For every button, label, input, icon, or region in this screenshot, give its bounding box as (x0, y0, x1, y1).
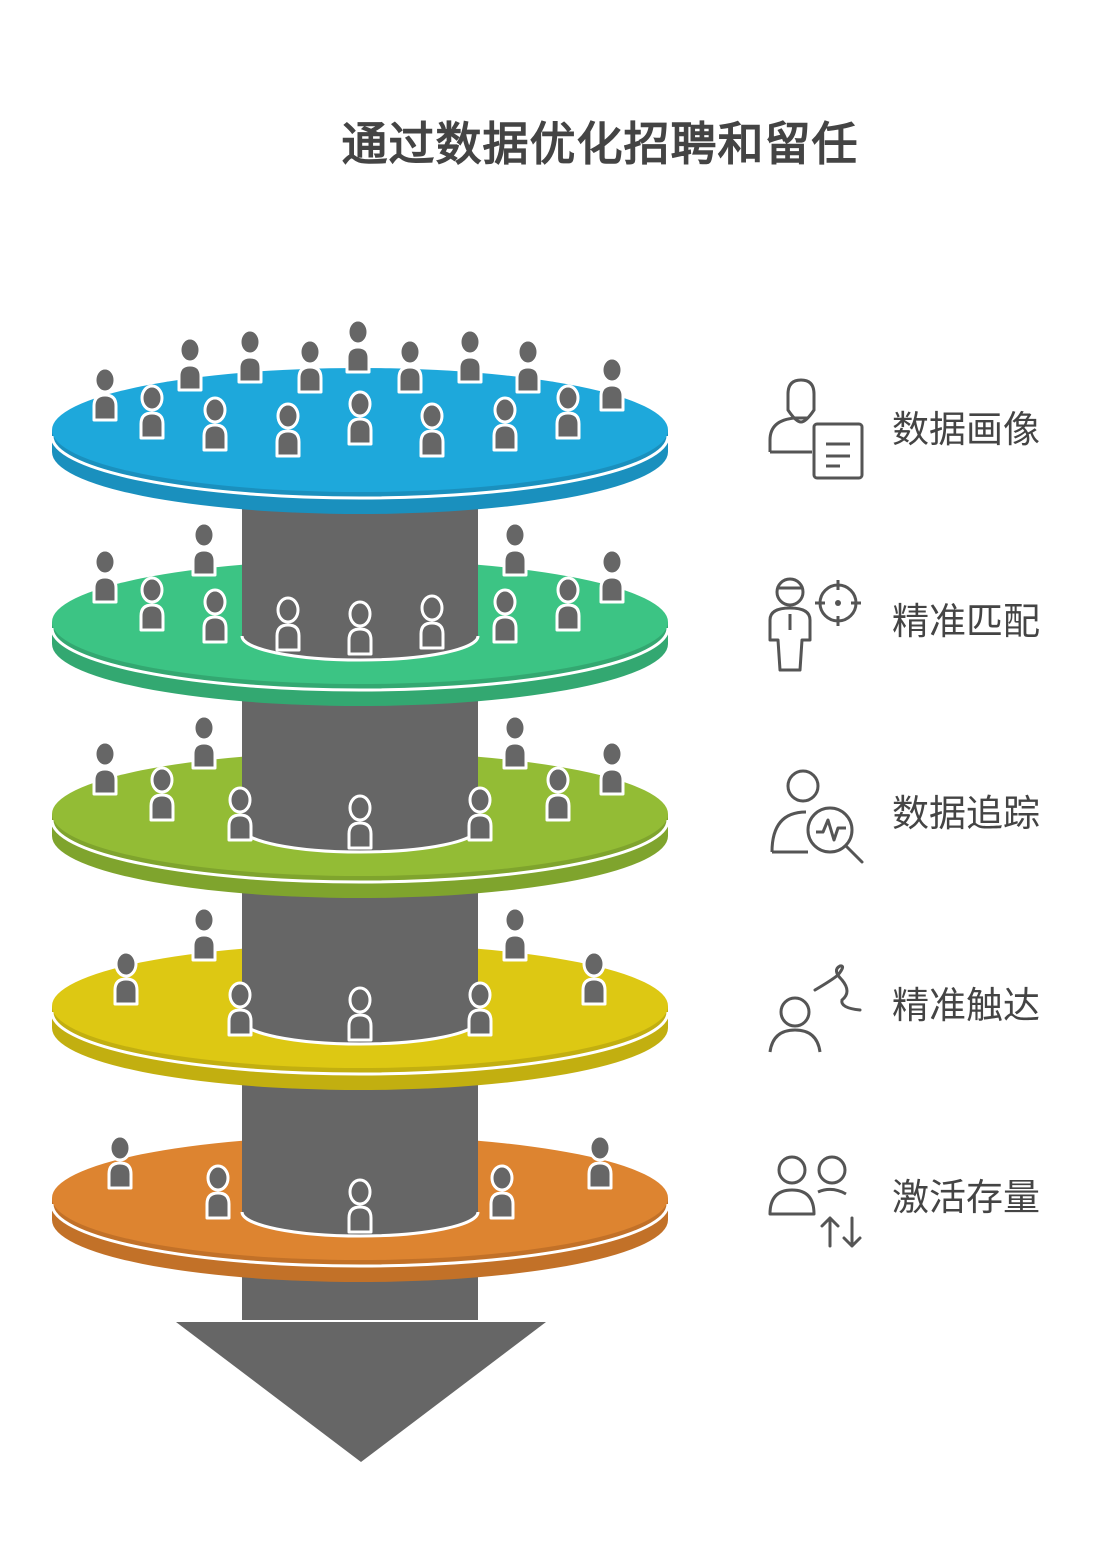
person-icon (92, 548, 118, 604)
stage-disc-5 (50, 1124, 670, 1282)
person-icon (191, 521, 217, 577)
users-exchange-icon (768, 1155, 862, 1248)
stage-disc-4 (50, 906, 670, 1090)
person-icon (92, 740, 118, 796)
stage-label-5: 激活存量 (892, 1176, 1040, 1219)
person-icon (502, 906, 528, 962)
shaft-collar (240, 827, 480, 854)
stage-label-4: 精准触达 (892, 984, 1040, 1027)
person-icon (515, 338, 541, 394)
person-icon (502, 714, 528, 770)
person-icon (502, 521, 528, 577)
disc-rim (50, 1203, 670, 1268)
stage-label-2: 精准匹配 (892, 600, 1040, 643)
person-icon (191, 714, 217, 770)
person-target-icon (768, 577, 861, 672)
person-icon (191, 906, 217, 962)
disc-rim (50, 1011, 670, 1076)
stage-disc-1 (50, 318, 670, 514)
person-icon (599, 740, 625, 796)
profile-document-icon (768, 378, 864, 480)
person-icon (177, 336, 203, 392)
person-icon (599, 548, 625, 604)
person-icon (599, 356, 625, 412)
stage-disc-3 (50, 714, 670, 898)
stage-label-1: 数据画像 (892, 408, 1040, 451)
disc-rim (50, 819, 670, 884)
stage-disc-2 (50, 521, 670, 706)
person-reach-icon (768, 964, 862, 1053)
shaft-collar (240, 1019, 480, 1046)
person-icon (457, 328, 483, 384)
shaft-collar (240, 1211, 480, 1238)
person-icon (345, 318, 371, 374)
person-icon (297, 338, 323, 394)
person-icon (237, 328, 263, 384)
disc-rim (50, 627, 670, 692)
stage-label-3: 数据追踪 (892, 792, 1040, 835)
person-analytics-icon (770, 769, 864, 864)
disc-rim (50, 435, 670, 500)
shaft-collar (240, 635, 480, 662)
person-icon (397, 338, 423, 394)
diagram-title: 通过数据优化招聘和留任 (341, 117, 859, 171)
down-arrow-head (176, 1322, 546, 1462)
